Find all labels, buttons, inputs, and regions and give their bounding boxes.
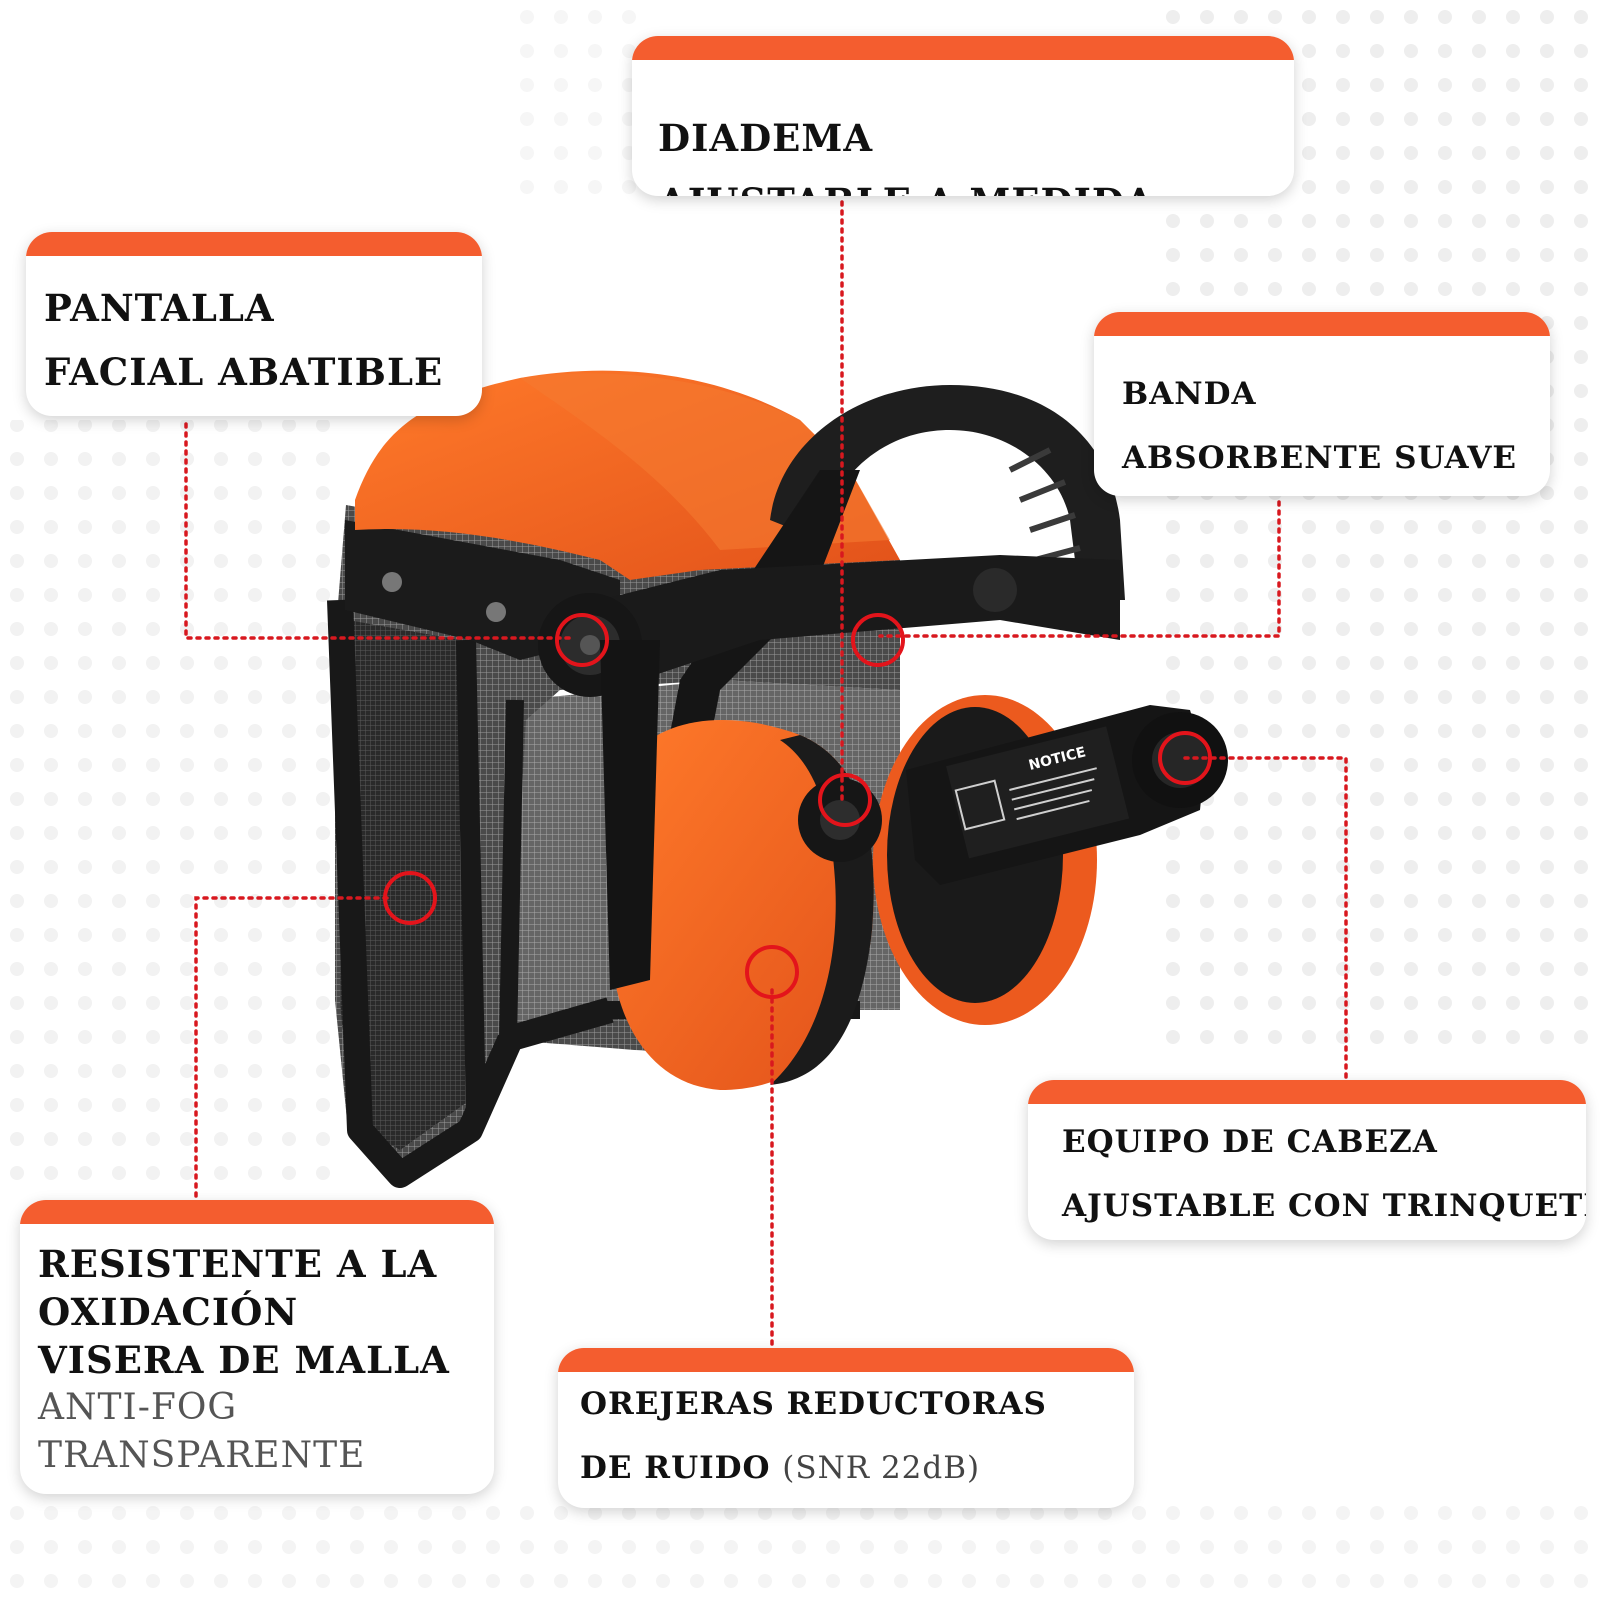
markers — [383, 613, 1212, 999]
callout-resistente-line5: TRANSPARENTE — [38, 1435, 366, 1476]
callout-equipo: EQUIPO DE CABEZA AJUSTABLE CON TRINQUETE — [1028, 1080, 1586, 1240]
marker-earmuff — [745, 945, 799, 999]
leader-banda — [878, 500, 1281, 638]
callout-banda-line1: BANDA — [1122, 376, 1257, 412]
face-shield-helmet: NOTICE — [327, 370, 1228, 1188]
marker-knob — [555, 613, 609, 667]
callout-accent-bar — [1094, 312, 1550, 336]
callout-accent-bar — [1028, 1080, 1586, 1104]
callout-orejeras-line1: OREJERAS REDUCTORAS — [580, 1386, 1047, 1422]
marker-headband — [851, 613, 905, 667]
callout-diadema-line2: AJUSTABLE A MEDIDA — [658, 170, 1294, 196]
leader-lines — [184, 200, 1348, 1346]
callout-accent-bar — [26, 232, 482, 256]
headband — [770, 385, 1125, 600]
marker-visor — [383, 871, 437, 925]
callout-accent-bar — [632, 36, 1294, 60]
callout-diadema-line1: DIADEMA — [658, 116, 874, 160]
marker-ratchet — [1158, 731, 1212, 785]
callout-resistente: RESISTENTE A LA OXIDACIÓN VISERA DE MALL… — [20, 1200, 494, 1494]
callout-resistente-line3: VISERA DE MALLA — [38, 1338, 450, 1382]
callout-orejeras-line2: DE RUIDO — [580, 1450, 771, 1486]
callout-resistente-line1: RESISTENTE A LA — [38, 1242, 438, 1286]
marker-strap — [818, 773, 872, 827]
callout-accent-bar — [20, 1200, 494, 1224]
callout-pantalla: PANTALLA FACIAL ABATIBLE — [26, 232, 482, 416]
mesh-side-panel — [340, 620, 470, 1150]
callout-banda: BANDA ABSORBENTE SUAVE — [1094, 312, 1550, 496]
leader-pantalla — [184, 422, 572, 640]
callout-pantalla-line2: FACIAL ABATIBLE — [44, 350, 444, 394]
callout-resistente-line2: OXIDACIÓN — [38, 1290, 299, 1334]
callout-equipo-line2: AJUSTABLE CON TRINQUETE — [1062, 1188, 1586, 1224]
callout-orejeras-snr-note: (SNR 22dB) — [782, 1450, 981, 1486]
callout-pantalla-line1: PANTALLA — [44, 286, 275, 330]
callout-equipo-line1: EQUIPO DE CABEZA — [1062, 1124, 1438, 1160]
callout-diadema: DIADEMA AJUSTABLE A MEDIDA — [632, 36, 1294, 196]
leader-resistente — [194, 896, 392, 1198]
callout-resistente-line4: ANTI-FOG — [38, 1387, 238, 1428]
callout-orejeras: OREJERAS REDUCTORAS DE RUIDO (SNR 22dB) — [558, 1348, 1134, 1508]
leader-equipo — [1183, 756, 1348, 1080]
callout-accent-bar — [558, 1348, 1134, 1372]
ratchet-housing: NOTICE — [906, 705, 1228, 885]
callout-banda-line2: ABSORBENTE SUAVE — [1122, 440, 1518, 476]
